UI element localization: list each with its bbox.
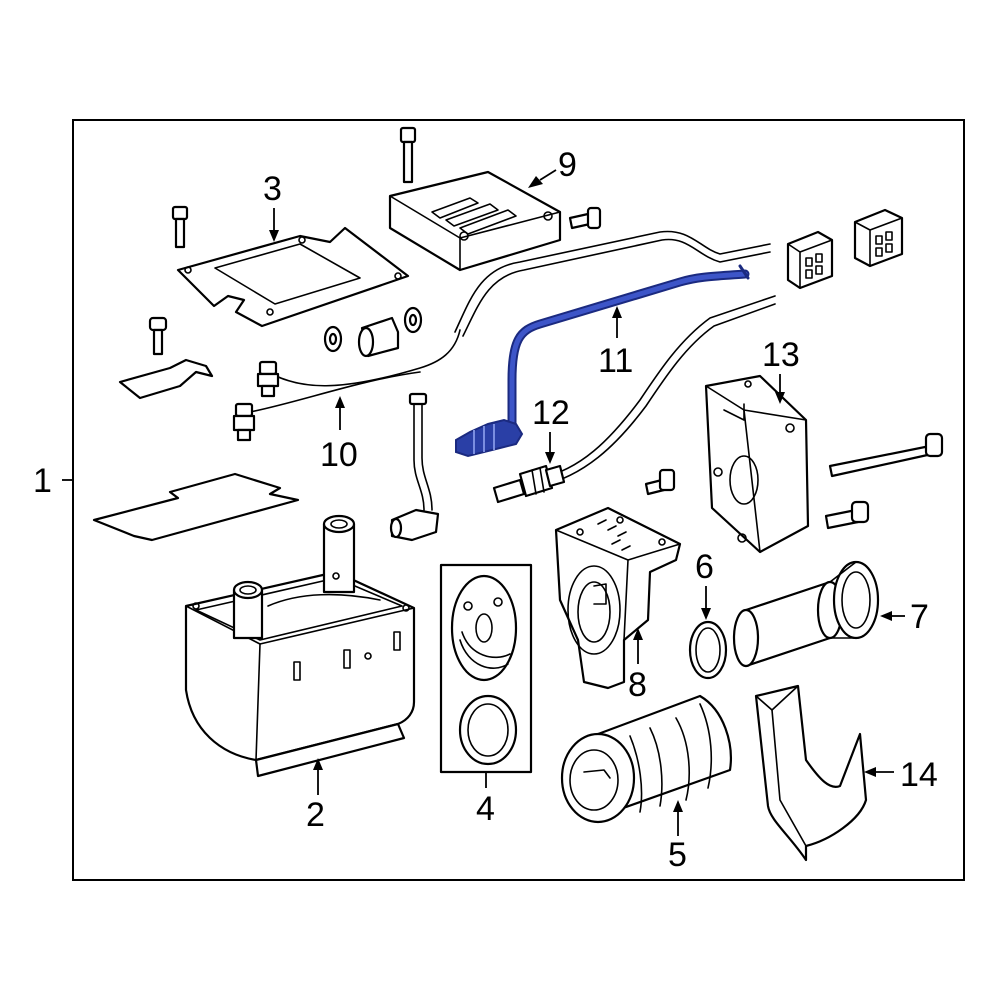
callout-label-9: 9 [558, 146, 577, 184]
screw-center [644, 468, 676, 496]
callout-label-10: 10 [320, 436, 358, 474]
callout-label-5: 5 [668, 836, 687, 874]
short-bolt [824, 500, 870, 530]
combustion-tube-part[interactable] [732, 560, 880, 668]
callout-label-14: 14 [900, 756, 938, 794]
callout-9: 9 [528, 146, 577, 188]
gasket-sheet [92, 472, 300, 542]
highlighted-line-part-11[interactable] [455, 264, 750, 458]
long-bolt [828, 432, 944, 478]
callout-label-8: 8 [628, 666, 647, 704]
callout-3: 3 [263, 170, 282, 242]
burner-tube-part[interactable] [560, 694, 732, 824]
connector-plug-b [853, 208, 904, 268]
callout-label-6: 6 [695, 548, 714, 586]
callout-12: 12 [532, 394, 570, 464]
callout-label-2: 2 [306, 796, 325, 834]
callout-7: 7 [880, 598, 929, 636]
highlight-fitting [455, 418, 524, 458]
sensor-harness-part[interactable] [232, 329, 461, 442]
screw-9 [568, 206, 602, 230]
fuel-line-pipe [454, 230, 776, 487]
callout-label-7: 7 [910, 598, 929, 636]
cover-plate-part[interactable] [171, 205, 410, 328]
callout-13: 13 [762, 336, 800, 404]
temperature-sensor-part[interactable] [492, 464, 566, 504]
callout-label-4: 4 [476, 790, 495, 828]
callout-label-12: 12 [532, 394, 570, 432]
callout-10: 10 [320, 396, 358, 474]
o-ring-part[interactable] [688, 620, 728, 680]
callout-4: 4 [476, 772, 495, 828]
callout-6: 6 [695, 548, 714, 620]
callout-2: 2 [306, 758, 325, 834]
callout-11: 11 [598, 306, 633, 380]
control-unit-part[interactable] [388, 126, 562, 272]
callout-label-3: 3 [263, 170, 282, 208]
callout-label-1: 1 [33, 462, 52, 500]
heat-exchanger-part[interactable] [184, 514, 416, 778]
fuel-pipe-fitting [389, 392, 440, 542]
callout-14: 14 [864, 756, 938, 794]
assembly-frame [72, 119, 965, 881]
mounting-clamp [118, 316, 214, 400]
heat-shield-part[interactable] [754, 684, 868, 862]
callout-8: 8 [628, 628, 647, 704]
sleeve-and-seals [323, 306, 423, 358]
housing-cover-part[interactable] [704, 374, 810, 554]
callout-label-13: 13 [762, 336, 800, 374]
callout-1: 1 [33, 462, 73, 500]
seal-kit-part[interactable] [439, 563, 533, 774]
highlight-line-fill [509, 271, 748, 427]
burner-flange-part[interactable] [554, 506, 682, 690]
callout-label-11: 11 [598, 342, 633, 380]
connector-plug-a [786, 230, 834, 290]
callout-5: 5 [668, 800, 687, 874]
